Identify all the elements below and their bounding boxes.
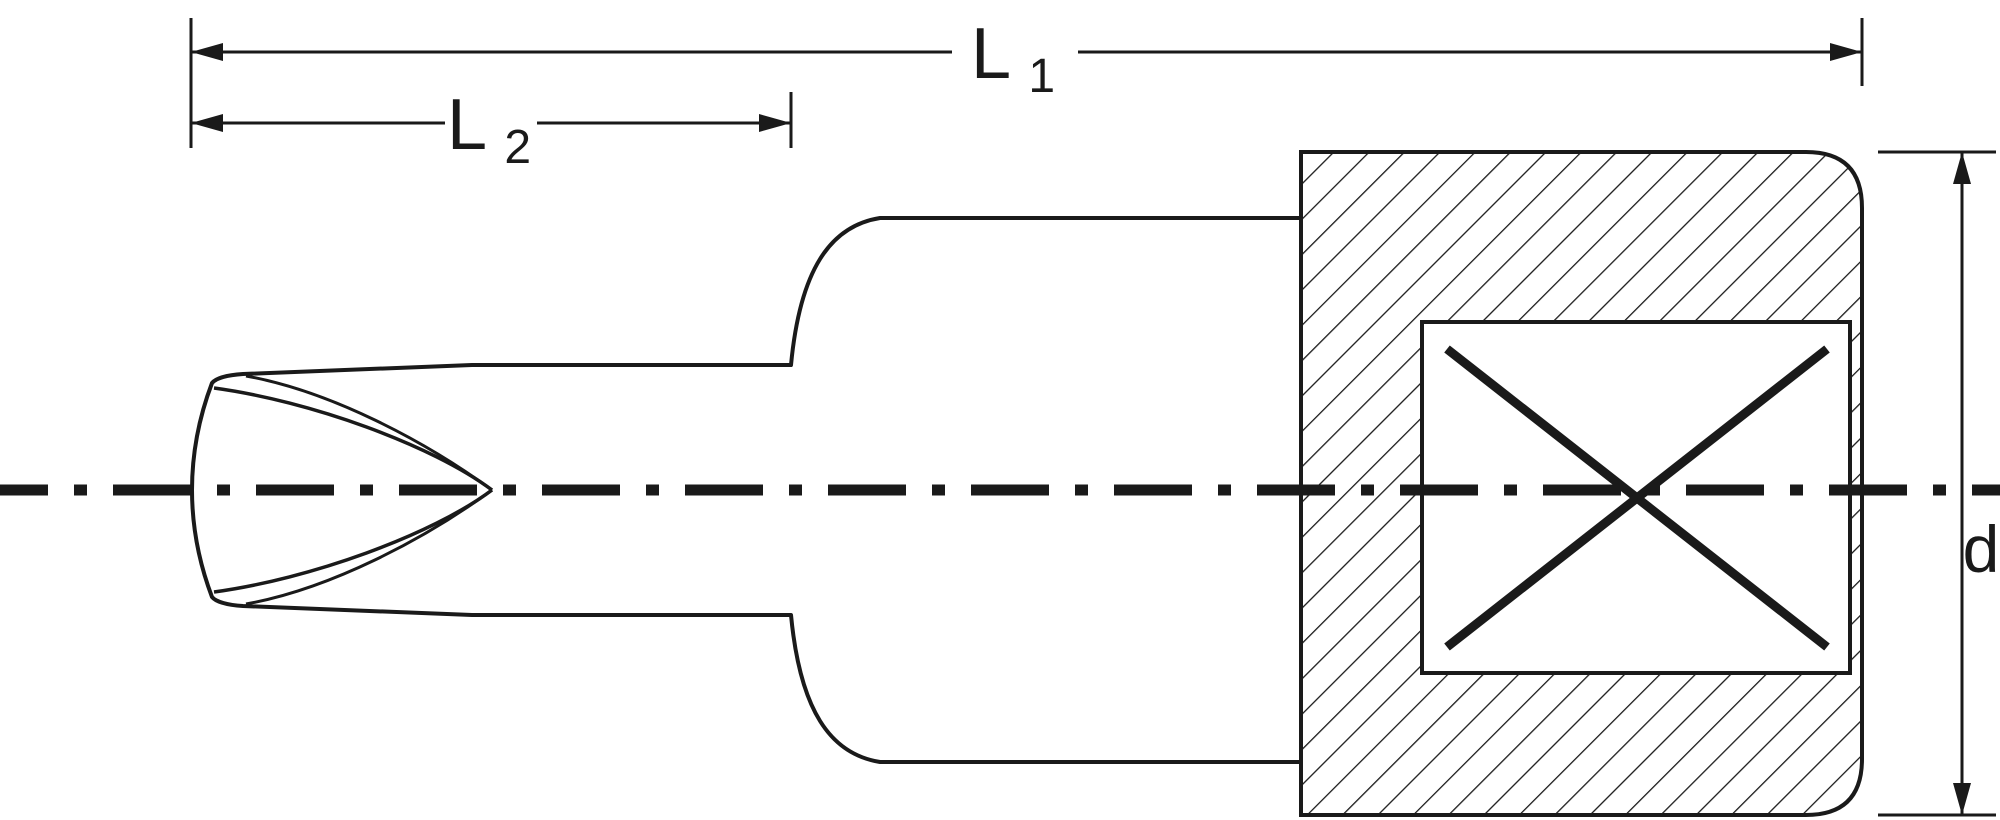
torx-lobe-curve-bottom-outer: [245, 488, 493, 606]
torx-lobe-curve-top: [213, 386, 494, 492]
torx-lobe-curve-bottom: [213, 488, 494, 594]
l2-label: L 2: [447, 85, 531, 174]
dimension-l1: L 1: [189, 14, 1864, 148]
arrowhead-d-top: [1953, 152, 1971, 184]
bit-body-outline: [190, 216, 1301, 764]
dimension-d: d: [1878, 150, 2000, 817]
l2-label-subscript: 2: [504, 121, 531, 174]
cross-mark-line-2: [1444, 345, 1830, 651]
part-outline: [190, 216, 1301, 764]
arrowhead-l1-left: [191, 43, 223, 61]
torx-lobe-curve-top-outer: [245, 374, 493, 492]
arrowhead-l2-left: [191, 114, 223, 132]
l2-label-main: L: [447, 85, 485, 165]
arrowhead-l2-right: [759, 114, 791, 132]
cross-section: [1299, 150, 1864, 817]
l1-label: L 1: [971, 14, 1055, 103]
arrowhead-d-bottom: [1953, 783, 1971, 815]
l1-label-subscript: 1: [1028, 50, 1055, 103]
arrowhead-l1-right: [1830, 43, 1862, 61]
l1-label-main: L: [971, 14, 1009, 94]
dimension-l2: L 2: [191, 85, 793, 174]
d-label: d: [1963, 512, 2000, 586]
